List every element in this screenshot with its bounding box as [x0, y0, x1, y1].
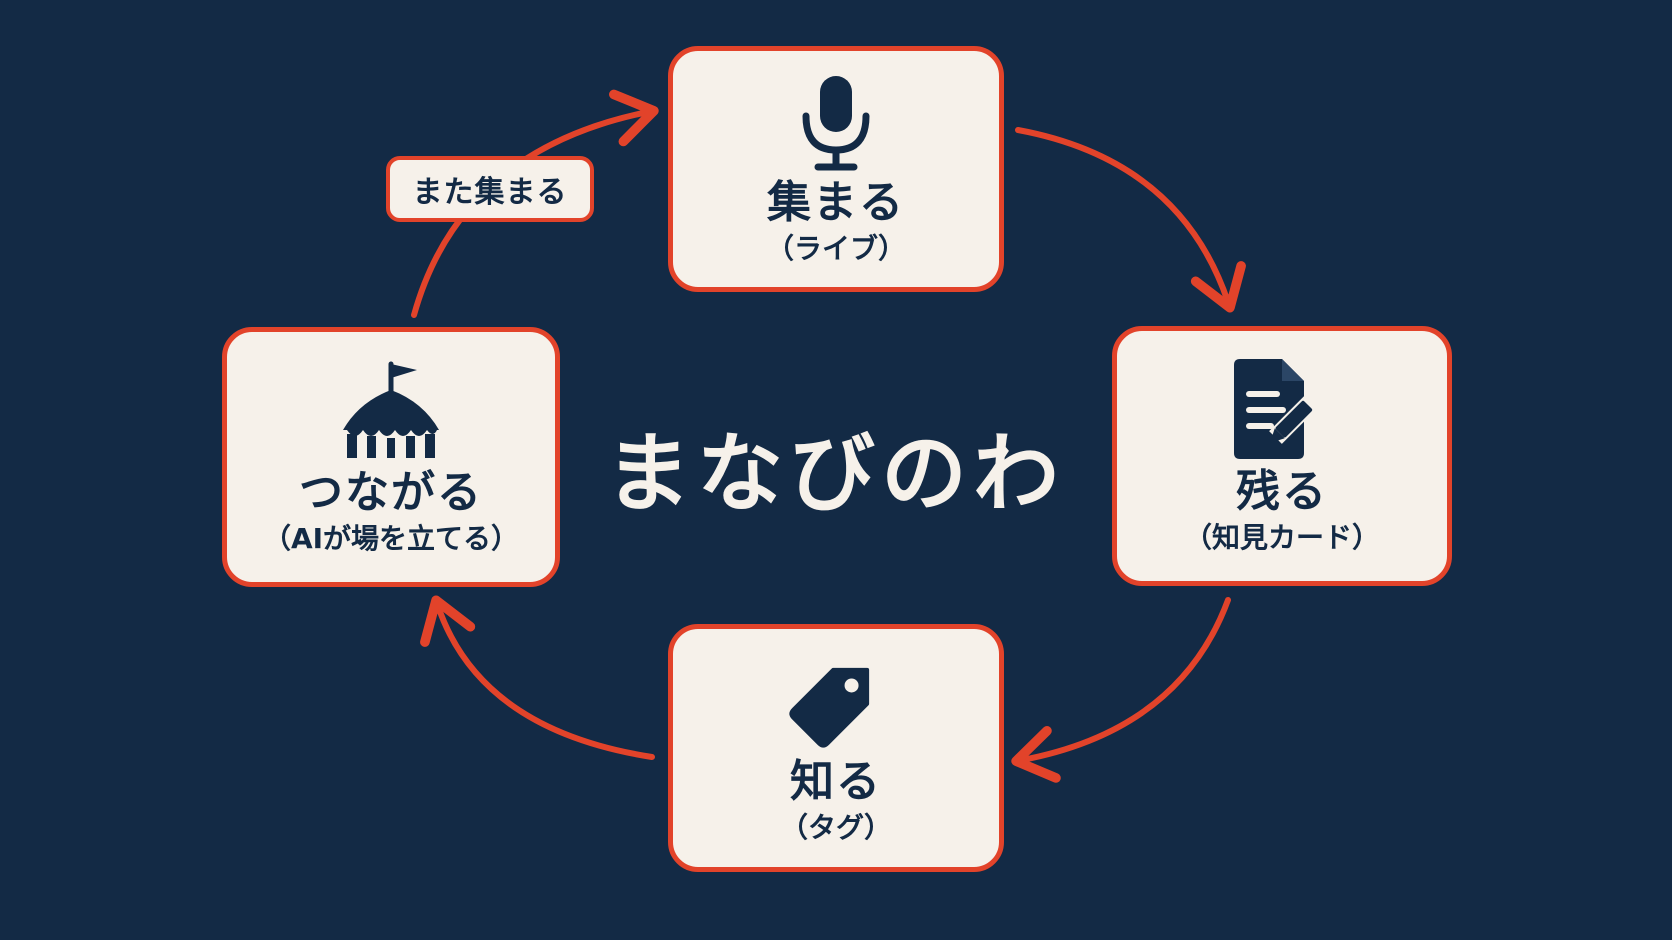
arrow-right-to-bottom — [1011, 597, 1231, 783]
arrow-top-to-right — [1015, 127, 1246, 313]
node-title: 残る — [1236, 466, 1328, 518]
loop-label: また集まる — [386, 156, 594, 222]
node-connect: つながる （AIが場を立てる） — [222, 327, 560, 587]
microphone-icon — [802, 76, 870, 171]
node-subtitle: （タグ） — [779, 810, 892, 844]
node-title: 集まる — [767, 177, 905, 229]
node-gather: 集まる （ライブ） — [668, 46, 1004, 292]
node-subtitle: （AIが場を立てる） — [262, 521, 520, 555]
document-edit-icon — [1234, 359, 1318, 460]
circus-tent-icon — [343, 361, 439, 459]
node-subtitle: （ライブ） — [765, 231, 906, 265]
tag-icon — [789, 668, 870, 748]
node-subtitle: （知見カード） — [1183, 520, 1380, 554]
node-remain: 残る （知見カード） — [1112, 326, 1452, 586]
node-title: 知る — [790, 756, 882, 808]
arrow-bottom-to-left — [420, 595, 655, 760]
node-title: つながる — [299, 467, 483, 519]
center-title: まなびのわ — [605, 423, 1065, 524]
node-know: 知る （タグ） — [668, 624, 1004, 872]
